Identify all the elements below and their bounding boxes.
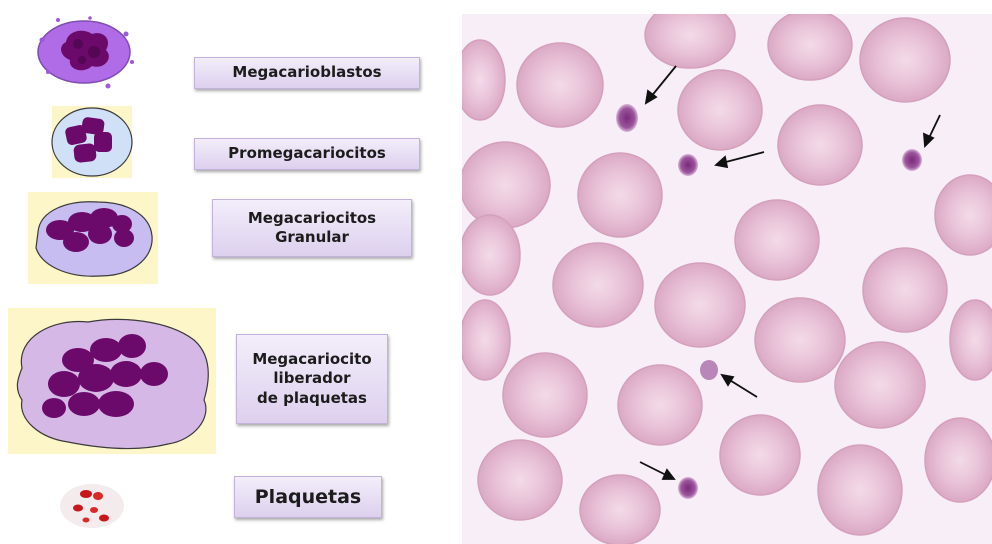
granular-megakaryocyte-illustration: [28, 192, 158, 284]
label-megacariocito-liberador: Megacariocito liberador de plaquetas: [236, 334, 388, 424]
blood-smear-micrograph: [462, 14, 992, 544]
megakaryoblast-illustration: [28, 12, 140, 92]
platelet-releasing-megakaryocyte-illustration: [8, 308, 216, 454]
label-megacariocitos-granular: Megacariocitos Granular: [212, 199, 412, 257]
label-promegacariocitos: Promegacariocitos: [194, 138, 420, 170]
maturation-diagram: Megacarioblastos Promegacariocitos Megac…: [0, 0, 460, 544]
platelets-illustration: [56, 478, 128, 532]
promegakaryocyte-illustration: [44, 104, 140, 180]
label-plaquetas: Plaquetas: [234, 476, 382, 518]
blood-smear-drawing: [462, 14, 992, 544]
label-megacarioblastos: Megacarioblastos: [194, 57, 420, 89]
